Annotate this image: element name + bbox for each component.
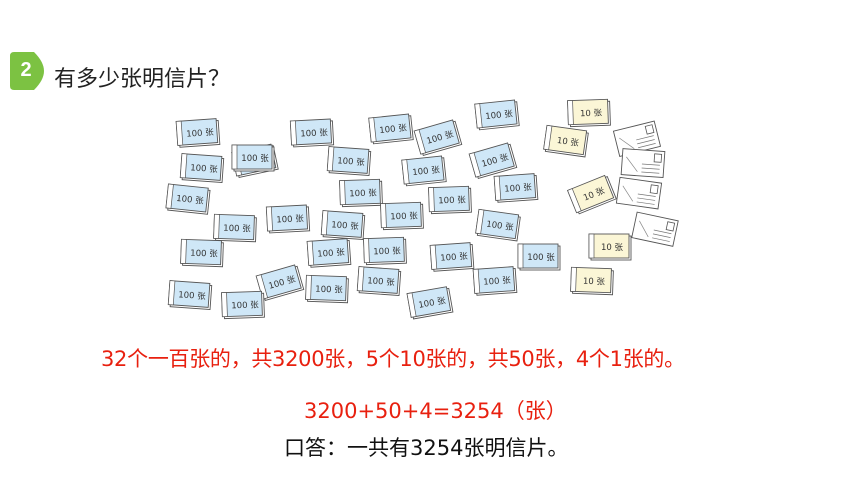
badge-shape [10,52,44,90]
postcard-pack-100: 100 张 [180,238,224,268]
pack-label: 100 张 [317,248,346,260]
postcard-pack-100: 100 张 [175,118,221,148]
pack-label: 10 张 [580,108,603,119]
postcard-pack-10: 10 张 [570,266,614,296]
postcard-pack-100: 100 张 [221,290,265,320]
pack-label: 100 张 [440,252,469,264]
pack-label: 100 张 [504,183,533,195]
pack-label: 10 张 [583,277,606,288]
single-postcard [612,120,662,157]
pack-label: 100 张 [483,276,512,288]
pack-label: 100 张 [390,211,418,222]
postcard-illustration: 100 张 100 张 100 张 100 张 100 张 100 张 100 张 100 张… [165,98,679,320]
postcard-pack-10: 10 张 [543,124,589,158]
postcard-pack-100: 100 张 [468,142,518,180]
postcard-pack-100: 100 张 [165,183,211,215]
pack-label: 100 张 [315,285,343,296]
postcard-pack-100: 100 张 [517,243,561,271]
pack-label: 100 张 [337,156,366,168]
postcard-pack-100: 100 张 [305,274,349,304]
postcard-pack-100: 100 张 [493,173,539,203]
problem-number: 2 [20,59,32,81]
postcard-pack-100: 100 张 [356,266,402,296]
pack-label: 100 张 [485,109,514,122]
pack-label: 100 张 [349,188,377,199]
postcard-pack-100: 100 张 [289,118,335,148]
pack-label: 100 张 [231,300,259,311]
postcard-pack-100: 100 张 [363,236,407,266]
postcard-pack-100: 100 张 [474,99,520,131]
pack-label: 100 张 [367,276,396,288]
pack-label: 100 张 [190,163,219,175]
pack-label: 100 张 [486,220,515,234]
solution-equation: 3200+50+4=3254（张） [304,399,567,423]
pack-label: 100 张 [276,214,304,225]
postcard-pack-100: 100 张 [306,238,352,268]
pack-label: 10 张 [556,136,580,149]
postcard-pack-100: 100 张 [179,153,225,183]
postcard-pack-100: 100 张 [320,210,366,240]
postcard-pack-100: 100 张 [326,146,372,176]
pack-label: 100 张 [223,224,251,235]
single-postcard [631,211,679,247]
solution-statement: 32个一百张的，共3200张，5个10张的，共50张，4个1张的。 [101,347,685,371]
pack-label: 100 张 [190,249,218,260]
pack-label: 100 张 [438,195,466,206]
postcard-pack-10: 10 张 [567,174,617,215]
pack-label: 100 张 [331,220,360,232]
postcard-pack-100: 100 张 [339,178,383,208]
pack-label: 100 张 [412,165,441,178]
question-text: 有多少张明信片？ [54,67,231,92]
postcard-pack-100: 100 张 [406,286,454,320]
postcard-pack-100: 100 张 [380,201,424,231]
solution-answer: 口答：一共有3254张明信片。 [284,436,569,460]
single-postcard [620,148,666,178]
postcard-pack-100: 100 张 [213,213,257,243]
pack-label: 10 张 [601,243,624,253]
pack-label: 100 张 [176,194,205,207]
problem-number-badge: 2 [10,52,44,90]
postcard-pack-10: 10 张 [588,233,632,261]
postcard-pack-100: 100 张 [231,144,275,172]
pack-label: 100 张 [379,123,408,136]
pack-label: 100 张 [178,290,207,302]
postcard-pack-100: 100 张 [265,204,311,234]
postcard-pack-10: 10 张 [567,98,611,128]
postcard-pack-100: 100 张 [167,280,213,310]
pack-label: 100 张 [373,246,401,257]
pack-label: 100 张 [418,296,447,311]
postcard-pack-100: 100 张 [429,242,475,272]
pack-label: 100 张 [300,128,328,139]
postcard-pack-100: 100 张 [428,185,472,215]
postcard-pack-100: 100 张 [413,119,463,157]
pack-label: 100 张 [186,128,215,140]
single-postcard [615,176,663,210]
postcard-pack-100: 100 张 [472,266,518,296]
postcard-pack-100: 100 张 [368,113,414,145]
postcard-pack-100: 100 张 [401,155,447,187]
pack-label: 100 张 [241,154,269,164]
postcard-pack-100: 100 张 [475,208,521,242]
pack-label: 100 张 [527,253,555,263]
postcard-pack-100: 100 张 [255,264,305,302]
